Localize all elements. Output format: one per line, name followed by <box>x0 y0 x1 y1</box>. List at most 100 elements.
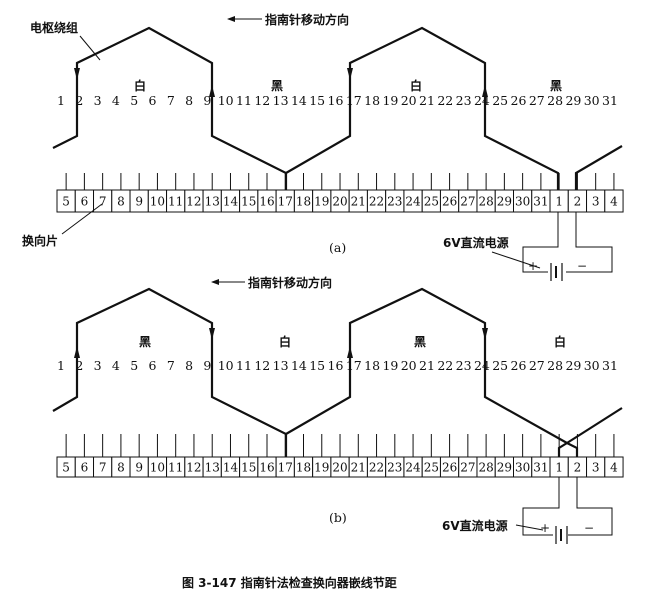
power-supply: + − 6V直流电源 <box>443 212 613 281</box>
slot-number: 18 <box>364 358 380 373</box>
commutator-segment-label: 18 <box>296 195 311 209</box>
slot-number: 5 <box>130 93 138 108</box>
commutator-segment-label: 11 <box>168 195 183 209</box>
armature-winding <box>574 145 623 190</box>
armature-winding <box>285 287 579 457</box>
commutator-segment-label: 16 <box>259 461 274 475</box>
commutator-segment-label: 1 <box>555 461 563 475</box>
commutator-segment-label: 12 <box>186 195 201 209</box>
commutator-segment-label: 25 <box>424 461 439 475</box>
commutator-segment-label: 27 <box>460 461 475 475</box>
commutator-segment-label: 29 <box>497 195 512 209</box>
commutator-segment-label: 12 <box>186 461 201 475</box>
commutator-segment-label: 26 <box>442 195 457 209</box>
commutator-leader-line <box>61 203 103 235</box>
slot-number: 23 <box>456 93 472 108</box>
slot-number: 7 <box>167 358 175 373</box>
figure-caption: 图 3-147 指南针法检查换向器嵌线节距 <box>182 575 397 590</box>
direction-label: 指南针移动方向 <box>248 275 332 290</box>
commutator-segment-label: 4 <box>610 461 618 475</box>
slot-number: 17 <box>346 358 362 373</box>
slot-number: 1 <box>57 93 65 108</box>
commutator-segment <box>604 189 624 213</box>
negative-terminal: − <box>577 259 587 273</box>
slot-number: 8 <box>185 358 193 373</box>
slot-number: 20 <box>401 358 417 373</box>
commutator-segment-label: 30 <box>515 461 530 475</box>
power-supply: + − 6V直流电源 <box>442 477 613 544</box>
slot-number: 14 <box>291 93 307 108</box>
slot-number: 31 <box>602 358 618 373</box>
slot-number: 22 <box>437 358 453 373</box>
armature-winding <box>557 407 623 457</box>
slot-number: 15 <box>309 93 325 108</box>
commutator-segment-label: 29 <box>497 461 512 475</box>
slot-number: 28 <box>547 358 563 373</box>
slot-number: 5 <box>130 358 138 373</box>
commutator-label: 换向片 <box>22 233 58 248</box>
commutator-segment-label: 8 <box>117 195 125 209</box>
positive-terminal: + <box>540 521 550 535</box>
slot-number: 16 <box>328 93 344 108</box>
slot-number: 29 <box>565 93 581 108</box>
current-arrow-up-icon <box>74 346 80 358</box>
commutator-segment <box>604 456 624 478</box>
commutator-segment-label: 23 <box>387 195 402 209</box>
slot-number: 21 <box>419 93 435 108</box>
direction-label: 指南针移动方向 <box>265 12 349 27</box>
commutator-segment-label: 25 <box>424 195 439 209</box>
winding-leader-line <box>79 35 101 61</box>
slot-number: 30 <box>584 358 600 373</box>
commutator-segment-label: 9 <box>135 195 143 209</box>
slot-number: 18 <box>364 93 380 108</box>
commutator-segment-label: 27 <box>460 195 475 209</box>
slot-number: 3 <box>94 93 102 108</box>
commutator-segment-label: 7 <box>99 461 107 475</box>
slot-number: 22 <box>437 93 453 108</box>
slot-number: 13 <box>273 358 289 373</box>
slot-number: 23 <box>456 358 472 373</box>
commutator-segment-label: 20 <box>332 461 347 475</box>
commutator-segment-label: 6 <box>81 195 89 209</box>
commutator-segment-label: 17 <box>278 461 293 475</box>
current-arrow-up-icon <box>209 85 215 97</box>
slot-number: 3 <box>94 358 102 373</box>
commutator-segment-label: 8 <box>117 461 125 475</box>
slot-number: 28 <box>547 93 563 108</box>
commutator-segment-label: 10 <box>150 461 165 475</box>
slot-number: 4 <box>112 93 120 108</box>
commutator-segment-label: 13 <box>205 461 220 475</box>
pole-label: 黑 <box>139 335 151 349</box>
commutator-segment-label: 22 <box>369 195 384 209</box>
slot-number: 10 <box>218 93 234 108</box>
slot-number: 21 <box>419 358 435 373</box>
pole-label: 黑 <box>414 335 426 349</box>
commutator-segment-label: 26 <box>442 461 457 475</box>
commutator-segment-label: 4 <box>610 195 618 209</box>
commutator-segment-label: 19 <box>314 195 329 209</box>
pole-label: 黑 <box>271 79 283 93</box>
commutator-segment-label: 16 <box>259 195 274 209</box>
sub-label: (b) <box>329 510 347 525</box>
slot-number: 2 <box>75 93 83 108</box>
commutator-segment-label: 7 <box>99 195 107 209</box>
pole-label: 白 <box>279 334 291 349</box>
slot-number: 30 <box>584 93 600 108</box>
slot-number: 27 <box>529 93 545 108</box>
slot-number: 12 <box>254 358 270 373</box>
power-label: 6V直流电源 <box>442 518 508 533</box>
slot-number: 8 <box>185 93 193 108</box>
current-arrow-up-icon <box>482 85 488 97</box>
slot-number: 15 <box>309 358 325 373</box>
slot-number: 7 <box>167 93 175 108</box>
commutator-segment-label: 14 <box>223 461 239 475</box>
commutator-segment-label: 24 <box>405 461 421 475</box>
commutator-segment-label: 3 <box>592 461 600 475</box>
power-label: 6V直流电源 <box>443 235 509 250</box>
slot-number: 26 <box>511 358 527 373</box>
